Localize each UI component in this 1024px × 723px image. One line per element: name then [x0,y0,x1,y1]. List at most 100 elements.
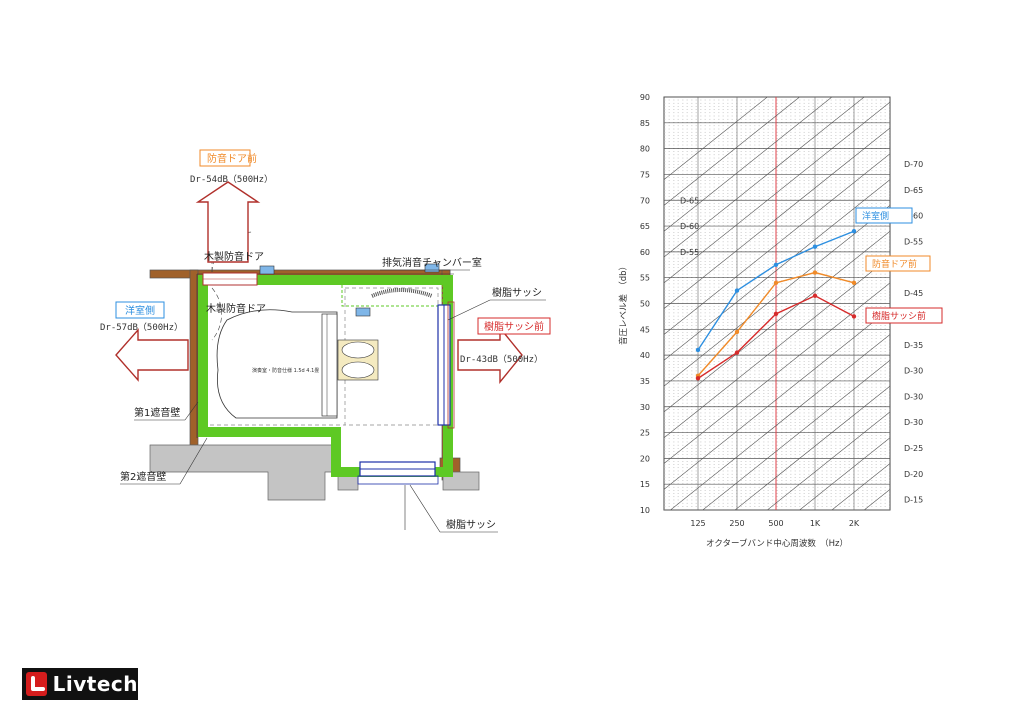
d-curve-label: D-70 [904,160,923,169]
series-point [695,347,701,353]
y-tick-label: 10 [640,506,650,515]
y-tick-label: 60 [640,248,650,257]
d-curve-line [664,153,890,335]
d-curve-line [664,101,890,284]
series-point [812,244,818,249]
resin-sash-bottom [357,461,439,485]
d-curve-label: D-45 [904,289,923,298]
d-curve-label: D-30 [904,367,923,376]
door-front-box [199,149,251,167]
label-sash-right: 樹脂サッシ [492,286,542,299]
ceiling-vent-icon [424,263,440,273]
legend-box [865,255,931,272]
series-point [773,311,779,317]
inner-d-label: D-65 [680,196,699,205]
western-box [115,301,165,319]
y-tick-label: 30 [640,403,650,412]
d-curve-line [664,282,890,464]
x-tick-label: 2K [849,519,860,528]
series-point [851,314,857,319]
arrow-up-icon [195,181,261,263]
d-curve-line [664,97,833,232]
d-curve-line [702,360,890,510]
door-front-title: 防音ドア前 [207,152,257,165]
series-point [734,350,740,355]
series-point [851,280,857,286]
d-curve-line [664,97,801,206]
x-tick-label: 250 [729,519,744,528]
legend-label: 防音ドア前 [872,258,917,270]
d-curve-line [664,179,890,361]
inner-d-label: D-55 [680,248,699,257]
y-tick-label: 40 [640,351,650,360]
resin-sash-right [437,301,455,429]
sash-front-value: Dr-43dB（500Hz） [460,354,543,365]
d-curve-line [766,411,890,510]
d-curve-label: D-55 [904,238,923,247]
y-tick-label: 90 [640,93,650,102]
legend-label: 洋室側 [862,210,889,222]
duct-fan-icon [355,307,371,317]
d-curve-line [664,308,890,490]
label-wall-1: 第1遮音壁 [134,406,180,419]
livtech-logo: Livtech [22,668,138,700]
series-point [695,376,701,381]
sash-front-box [477,317,551,335]
legend-label: 樹脂サッシ前 [872,310,926,322]
y-tick-label: 20 [640,454,650,463]
logo-text: Livtech [52,672,138,696]
y-tick-label: 85 [640,119,650,128]
chart-grid [664,96,890,511]
y-tick-label: 55 [640,274,650,283]
x-axis-label: オクターブバンド中心周波数 （Hz） [706,538,848,549]
label-wooden-door-1: 木製防音ドア [204,250,264,263]
d-curve-line [799,437,890,510]
d-curve-lines [664,97,890,510]
grand-piano-icon: 演奏室・防音仕様 1.5d 4.1畳 [216,309,379,419]
d-curve-line [669,334,890,510]
d-curve-label: D-65 [904,186,923,195]
d-curve-label: D-25 [904,444,923,453]
chart-series [695,229,857,381]
door-front-value: Dr-54dB（500Hz） [190,174,273,185]
series-point [734,288,740,293]
western-title: 洋室側 [125,304,155,317]
label-wooden-door-2: 木製防音ドア [206,302,266,315]
d-curve-line [664,97,865,258]
label-sash-bottom: 樹脂サッシ [446,518,496,531]
legend-box [865,307,943,324]
d-curve-label: D-15 [904,496,923,505]
label-wall-2: 第2遮音壁 [120,470,166,483]
d-curve-label: D-60 [904,212,923,221]
sash-front-title: 樹脂サッシ前 [484,320,544,333]
series-point [812,270,818,275]
y-tick-label: 80 [640,145,650,154]
series-point [773,262,779,267]
western-value: Dr-57dB（500Hz） [100,322,183,333]
d-curve-label: D-30 [904,418,923,427]
y-tick-label: 65 [640,222,650,231]
series-point [734,329,740,335]
y-tick-label: 70 [640,196,650,205]
wooden-door-top [202,230,275,341]
x-tick-label: 125 [690,519,705,528]
x-tick-label: 1K [810,519,821,528]
x-tick-label: 500 [768,519,783,528]
arrow-left-icon [115,328,189,382]
d-curve-line [734,385,890,510]
y-tick-label: 25 [640,429,650,438]
y-axis-label: 音圧レベル差 （db） [618,262,629,345]
y-tick-label: 50 [640,300,650,309]
series-point [812,293,818,298]
legend-box [855,207,913,224]
series-point [851,229,857,234]
exhaust-chamber [341,283,443,307]
d-curve-line [664,230,890,413]
d-curve-label: D-35 [904,341,923,350]
floor-plan-diagram: 演奏室・防音仕様 1.5d 4.1畳 防音ドア前 Dr-54dB（500Hz） … [100,149,551,533]
label-chamber: 排気消音チャンバー室 [382,256,482,269]
livtech-logo-icon [26,672,47,696]
d-curve-line [664,256,890,438]
d-curve-label: D-20 [904,470,923,479]
